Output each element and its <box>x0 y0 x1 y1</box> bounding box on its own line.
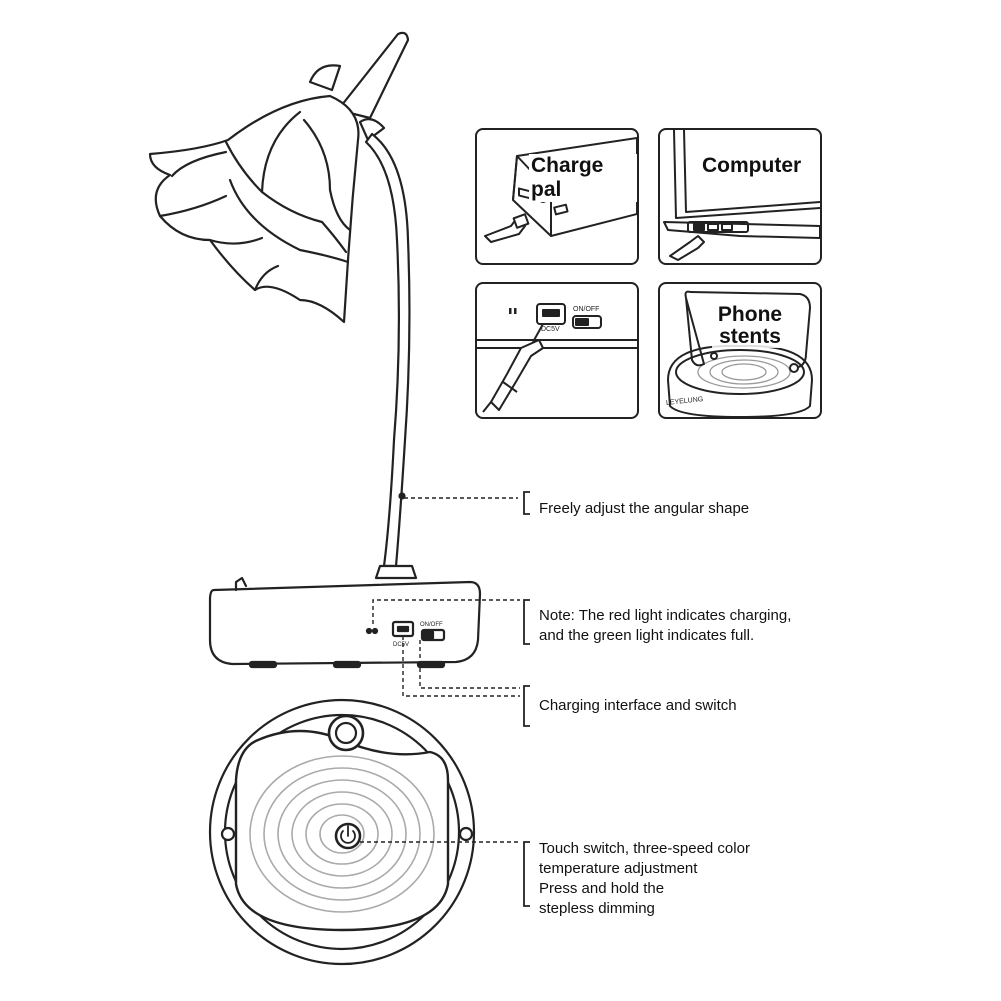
lamp-stem-tip <box>336 31 410 120</box>
leader-lines <box>360 497 520 843</box>
callout-note-line1: Note: The red light indicates charging, <box>539 607 792 624</box>
callout-touch-line1: Touch switch, three-speed color <box>539 840 750 857</box>
callout-touch-line2: temperature adjustment <box>539 860 698 877</box>
lamp-base <box>208 580 482 666</box>
callout-touch-line4: stepless dimming <box>539 900 655 917</box>
callout-brackets <box>523 491 530 907</box>
panel-charge-pal-title: Charge pal <box>529 154 637 202</box>
panel-phone-stand-title-line1: Phone <box>717 303 783 326</box>
panel-phone-stand-title: Phone stents <box>712 304 788 348</box>
panel-charge-pal: Charge pal <box>475 128 639 265</box>
panel-phone-stand: Phone stents LEYELUNG <box>658 282 822 419</box>
camera-hole <box>327 714 365 752</box>
port-closeup-dc-label: DC5V <box>541 326 560 333</box>
phone-stand-illustration <box>667 290 813 417</box>
callout-interface: Charging interface and switch <box>539 697 737 714</box>
laptop-illustration <box>663 130 820 261</box>
base-dc-label: DC5V <box>393 642 410 648</box>
gooseneck <box>364 132 411 568</box>
wireless-charging-rings <box>249 755 435 913</box>
panel-computer: Computer <box>658 128 822 265</box>
panel-port-closeup: DC5V ON/OFF <box>475 282 639 419</box>
port-closeup-switch-label: ON/OFF <box>573 306 600 313</box>
callout-neck: Freely adjust the angular shape <box>539 500 750 517</box>
callout-touch-line3: Press and hold the <box>539 880 665 897</box>
indicator-light-dot <box>365 627 373 635</box>
panel-phone-stand-title-line2: stents <box>719 325 781 348</box>
callout-note: Note: The red light indicates charging, … <box>539 606 791 646</box>
callout-note-line2: and the green light indicates full. <box>539 627 755 644</box>
callout-touch: Touch switch, three-speed color temperat… <box>539 839 750 919</box>
panel-computer-title: Computer <box>702 154 802 177</box>
port-closeup-illustration <box>477 303 637 413</box>
flower-shade <box>148 94 360 324</box>
base-switch-label: ON/OFF <box>420 622 443 628</box>
